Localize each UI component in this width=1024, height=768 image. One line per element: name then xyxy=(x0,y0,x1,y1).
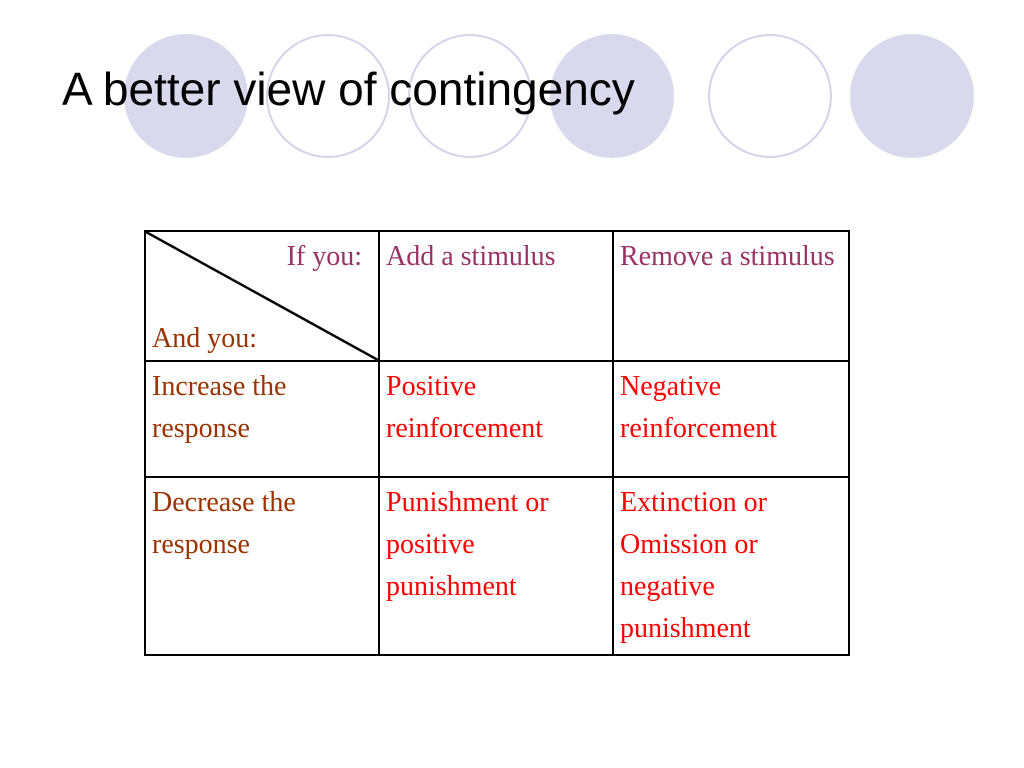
row-label-increase: Increase the response xyxy=(144,360,380,478)
cell-negative-punishment: Extinction or Omission or negative punis… xyxy=(612,476,850,656)
decorative-circle-filled xyxy=(850,34,974,158)
table-row: Decrease the response Punishment or posi… xyxy=(144,476,850,656)
table-row: Increase the response Positive reinforce… xyxy=(144,360,850,478)
corner-label-and-you: And you: xyxy=(152,323,257,354)
table-header-row: If you: And you: Add a stimulus Remove a… xyxy=(144,230,850,362)
decorative-circle-filled xyxy=(124,34,248,158)
corner-label-if-you: If you: xyxy=(286,241,362,272)
decorative-circle-outline xyxy=(266,34,390,158)
slide-title: A better view of contingency xyxy=(62,63,635,115)
column-header-add: Add a stimulus xyxy=(378,230,614,362)
decorative-circle-outline xyxy=(708,34,832,158)
cell-positive-reinforcement: Positive reinforcement xyxy=(378,360,614,478)
corner-cell: If you: And you: xyxy=(144,230,380,362)
decorative-circle-outline xyxy=(408,34,532,158)
cell-negative-reinforcement: Negative reinforcement xyxy=(612,360,850,478)
column-header-remove: Remove a stimulus xyxy=(612,230,850,362)
decorative-circle-filled xyxy=(550,34,674,158)
row-label-decrease: Decrease the response xyxy=(144,476,380,656)
diagonal-divider xyxy=(146,232,378,360)
cell-positive-punishment: Punishment or positive punishment xyxy=(378,476,614,656)
contingency-table: If you: And you: Add a stimulus Remove a… xyxy=(144,230,850,656)
